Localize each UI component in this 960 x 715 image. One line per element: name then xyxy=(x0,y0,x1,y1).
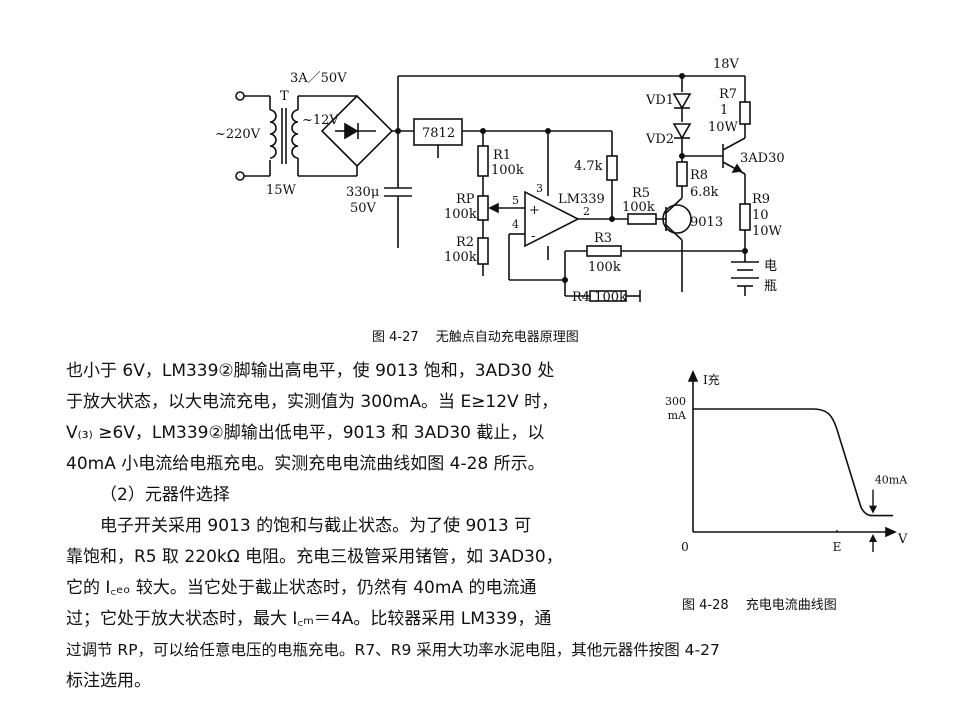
text-line: V₍₃₎ ≥6V，LM339②脚输出低电平，9013 和 3AD30 截止，以 xyxy=(66,423,545,443)
label-rp-name: RP xyxy=(456,192,475,207)
label-r4: R4 100k xyxy=(572,290,627,305)
label-comparator: LM339 xyxy=(558,192,605,207)
y-tick-label-300: 300 xyxy=(665,395,686,408)
label-r3-name: R3 xyxy=(594,231,612,246)
label-transformer: T xyxy=(280,89,289,104)
text-line: 40mA 小电流给电瓶充电。实测充电电流曲线如图 4-28 所示。 xyxy=(66,454,545,474)
label-r8-value: 6.8k xyxy=(690,185,719,200)
figure-caption-4-28: 图 4-28 充电电流曲线图 xyxy=(682,598,837,613)
text-line: 电子开关采用 9013 的饱和与截止状态。为了使 9013 可 xyxy=(100,516,532,536)
y-tick-label-unit: mA xyxy=(668,409,687,422)
text-line: 过调节 RP，可以给任意电压的电瓶充电。R7、R9 采用大功率水泥电阻，其他元器… xyxy=(66,641,720,659)
text-line: 标注选用。 xyxy=(66,671,151,691)
x-tick-label-e: E xyxy=(833,540,842,554)
label-rp-value: 100k xyxy=(444,207,477,222)
series-line-charging-current xyxy=(693,408,893,517)
label-r3-value: 100k xyxy=(588,260,621,275)
label-r7-name: R7 xyxy=(719,87,737,102)
section-heading: （2）元器件选择 xyxy=(100,485,230,505)
y-axis-arrow xyxy=(687,370,699,382)
label-r8-name: R8 xyxy=(690,168,708,183)
annotation-arrowhead-top xyxy=(869,505,877,514)
x-axis-label: V xyxy=(897,532,908,547)
label-pin2: 2 xyxy=(583,205,590,218)
label-cap-voltage: 50V xyxy=(350,201,377,216)
text-line: 过；它处于放大状态时，最大 I꜀ₘ＝4A。比较器采用 LM339，通 xyxy=(66,609,552,629)
x-axis-arrow xyxy=(885,526,897,538)
text-line: 于放大状态，以大电流充电，实测值为 300mA。当 E≥12V 时， xyxy=(66,392,559,412)
label-pin3: 3 xyxy=(536,182,543,195)
label-secondary: ~12V xyxy=(302,113,339,128)
label-r1-name: R1 xyxy=(493,148,511,163)
text-line: 也小于 6V，LM339②脚输出高电平，使 9013 饱和，3AD30 处 xyxy=(66,361,555,381)
label-r9-value: 10 xyxy=(752,208,769,223)
label-pin5: 5 xyxy=(512,194,519,207)
label-r7-value: 1 xyxy=(720,103,728,118)
text-line: 靠饱和，R5 取 220kΩ 电阻。充电三极管采用锗管，如 3AD30， xyxy=(66,547,563,567)
figure-caption-4-27: 图 4-27 无触点自动充电器原理图 xyxy=(372,329,579,345)
label-minus: - xyxy=(531,229,535,244)
label-supply: 18V xyxy=(713,57,740,72)
label-transformer-power: 15W xyxy=(266,183,297,198)
circuit-diagram: 3A／50V T ~220V ~12V 15W 330μ 50V 7812 R1… xyxy=(215,57,785,345)
label-battery-1: 电 xyxy=(764,259,777,274)
label-r2-name: R2 xyxy=(456,235,474,250)
body-text-narrow: 也小于 6V，LM339②脚输出高电平，使 9013 饱和，3AD30 处 于放… xyxy=(66,356,720,697)
label-q-power: 3AD30 xyxy=(740,151,785,166)
charging-current-chart: I充 V 0 E 300mA 40mA xyxy=(665,370,908,554)
label-vd1: VD1 xyxy=(645,93,674,108)
label-r7-power: 10W xyxy=(708,120,739,135)
label-plus: + xyxy=(529,203,540,218)
label-r9-name: R9 xyxy=(752,192,770,207)
label-q-switch: 9013 xyxy=(690,215,723,230)
label-r9-power: 10W xyxy=(752,224,783,239)
label-battery-2: 瓶 xyxy=(764,279,777,294)
label-pull-up: 4.7k xyxy=(574,159,603,174)
y-axis-label: I充 xyxy=(703,372,720,387)
label-regulator: 7812 xyxy=(422,126,455,141)
label-r2-value: 100k xyxy=(444,250,477,265)
label-r5-value: 100k xyxy=(622,200,655,215)
label-pin4: 4 xyxy=(512,218,519,231)
label-vd2: VD2 xyxy=(645,132,674,147)
label-r1-value: 100k xyxy=(491,163,524,178)
text-line: 它的 I꜀ₑₒ 较大。当它处于截止状态时，仍然有 40mA 的电流通 xyxy=(66,578,537,598)
x-tick-label-0: 0 xyxy=(681,540,689,554)
annotation-arrowhead-bottom xyxy=(869,534,877,542)
label-fuse: 3A／50V xyxy=(290,71,347,86)
label-mains: ~220V xyxy=(215,127,261,142)
annotation-40ma: 40mA xyxy=(875,474,908,487)
label-cap-value: 330μ xyxy=(346,185,379,200)
label-r5-name: R5 xyxy=(632,186,650,201)
